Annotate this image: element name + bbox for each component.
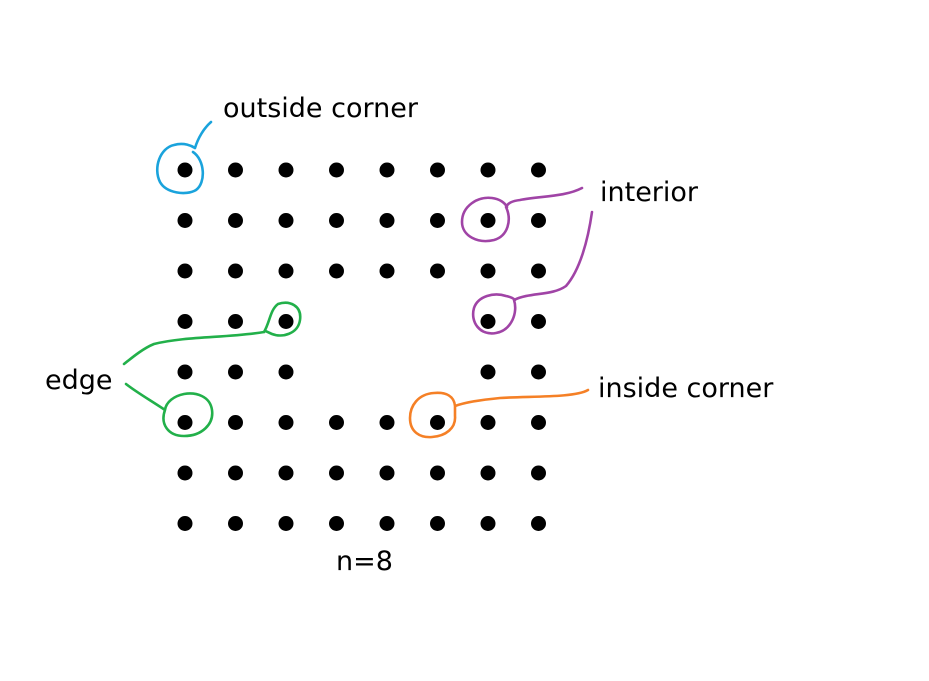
edge-ring-upper	[122, 301, 302, 366]
grid-dot	[329, 465, 344, 481]
outside-corner-ring	[155, 120, 213, 195]
grid-dot	[278, 314, 294, 329]
grid-dot	[329, 162, 344, 178]
grid-dot	[531, 314, 546, 329]
grid-dot	[480, 263, 496, 279]
grid-dot	[430, 263, 445, 279]
grid-dot	[329, 516, 344, 531]
grid-dot	[329, 415, 344, 430]
grid-dot	[480, 213, 496, 228]
grid-dot	[228, 465, 243, 481]
grid-dot	[480, 314, 496, 329]
grid-dot	[177, 314, 193, 329]
grid-dot	[177, 364, 193, 380]
grid-dot	[480, 415, 496, 430]
grid-dot	[430, 213, 445, 228]
interior-ring-bottom	[471, 210, 594, 335]
grid-dot	[531, 364, 546, 380]
outside-corner-label: outside corner	[223, 93, 418, 124]
grid-dot	[228, 314, 243, 329]
grid-dot	[278, 213, 294, 228]
grid-dot	[228, 263, 243, 279]
inside-corner-label: inside corner	[598, 373, 774, 404]
grid-dot	[278, 516, 294, 531]
grid-dot	[430, 516, 445, 531]
grid-dot	[228, 516, 243, 531]
grid-dot	[177, 516, 193, 531]
grid-dot	[480, 162, 496, 178]
outside-corner-annotation	[155, 120, 213, 195]
grid-dot	[177, 213, 193, 228]
inside-corner-annotation	[408, 388, 590, 439]
grid-dot	[379, 162, 395, 178]
interior-annotation	[460, 186, 594, 335]
edge-label: edge	[45, 365, 113, 396]
grid-dot	[228, 213, 243, 228]
dot-grid	[177, 162, 546, 531]
grid-dot	[531, 465, 546, 481]
grid-dot	[379, 516, 395, 531]
grid-dot	[531, 516, 546, 531]
grid-dot	[228, 162, 243, 178]
grid-dot	[531, 415, 546, 430]
grid-dot	[480, 516, 496, 531]
grid-dot	[278, 263, 294, 279]
grid-dot	[177, 465, 193, 481]
n-label: n=8	[336, 546, 393, 577]
grid-dot	[278, 465, 294, 481]
grid-dot	[480, 364, 496, 380]
grid-dot	[177, 415, 193, 430]
grid-dot	[278, 162, 294, 178]
grid-dot	[480, 465, 496, 481]
grid-dot	[379, 465, 395, 481]
grid-dot	[379, 415, 395, 430]
grid-dot	[531, 213, 546, 228]
edge-ring-lower	[124, 382, 214, 438]
interior-ring-top	[460, 186, 584, 243]
grid-dot	[228, 415, 243, 430]
interior-label: interior	[600, 177, 699, 208]
grid-dot	[329, 213, 344, 228]
grid-dot	[278, 364, 294, 380]
edge-annotation	[122, 301, 302, 438]
grid-dot	[531, 263, 546, 279]
grid-dot	[177, 263, 193, 279]
inside-corner-ring	[408, 388, 590, 439]
grid-dot	[329, 263, 344, 279]
grid-dot	[430, 465, 445, 481]
grid-dot	[430, 162, 445, 178]
grid-dot	[430, 415, 445, 430]
grid-dot	[177, 162, 193, 178]
grid-dot	[379, 213, 395, 228]
grid-dot	[278, 415, 294, 430]
grid-dot	[228, 364, 243, 380]
grid-dot	[531, 162, 546, 178]
grid-dot	[379, 263, 395, 279]
